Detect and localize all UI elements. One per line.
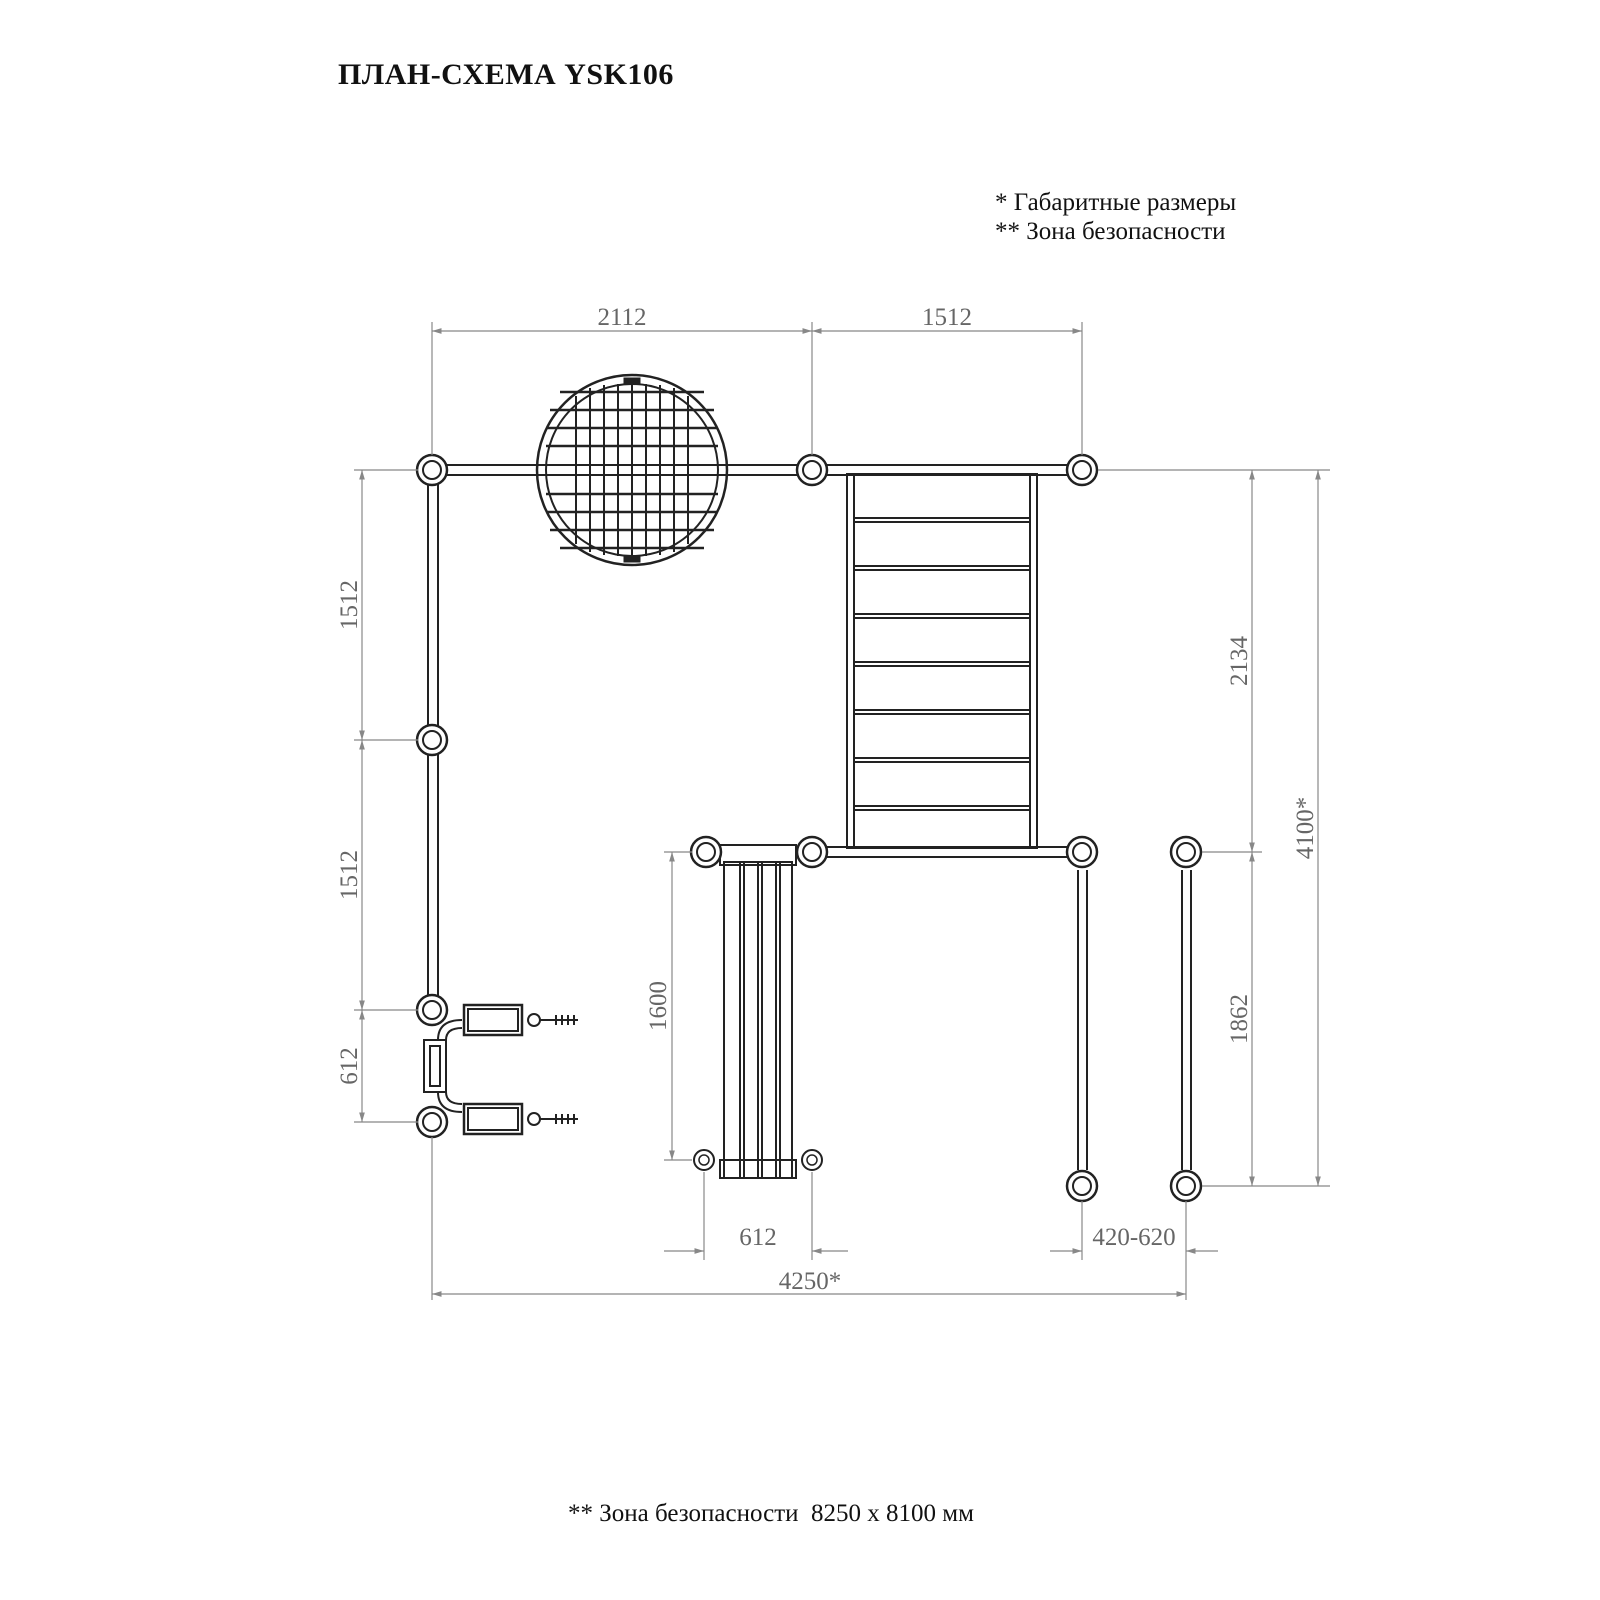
post — [795, 453, 829, 487]
horizontal-ladder — [846, 473, 1038, 849]
post — [415, 723, 449, 757]
legend: * Габаритные размеры ** Зона безопасност… — [995, 188, 1236, 246]
post — [1169, 835, 1203, 869]
post — [795, 835, 829, 869]
post — [1065, 835, 1099, 869]
posts — [415, 453, 1203, 1203]
post — [415, 1105, 449, 1139]
post — [1065, 453, 1099, 487]
post — [415, 453, 449, 487]
dim-top-left: 2112 — [597, 304, 646, 331]
parallel-bars — [1077, 870, 1192, 1170]
post — [1065, 1169, 1099, 1203]
legend-overall-dimensions: * Габаритные размеры — [995, 189, 1237, 216]
frame-structure — [427, 464, 1082, 1005]
dim-bench-length: 1600 — [645, 981, 672, 1031]
dimension-lines — [354, 322, 1330, 1300]
dim-total-height: 4100* — [1292, 797, 1319, 860]
dim-bars-gap: 420-620 — [1092, 1224, 1175, 1251]
bench-post — [801, 1149, 823, 1171]
dim-left-upper: 1512 — [336, 580, 363, 630]
post — [689, 835, 723, 869]
dim-bench-width: 612 — [739, 1224, 777, 1251]
plan-title: ПЛАН-СХЕМА YSK106 — [338, 58, 674, 91]
round-climbing-net — [535, 373, 729, 567]
trainer-arms — [423, 1003, 578, 1136]
dim-left-lower: 1512 — [336, 850, 363, 900]
post — [1169, 1169, 1203, 1203]
post — [415, 993, 449, 1027]
dimension-labels: 2112 1512 1512 1512 612 1600 612 420-620… — [336, 304, 1319, 1295]
bench-post — [693, 1149, 715, 1171]
dim-top-right: 1512 — [922, 304, 972, 331]
dim-total-width: 4250* — [779, 1268, 842, 1295]
safety-zone-note: ** Зона безопасности 8250 х 8100 мм — [568, 1500, 974, 1527]
legend-safety-zone: ** Зона безопасности — [995, 218, 1226, 245]
dim-right-lower: 1862 — [1226, 994, 1253, 1044]
dim-right-upper: 2134 — [1226, 636, 1253, 687]
dim-left-bottom: 612 — [336, 1047, 363, 1085]
bench — [719, 844, 797, 1179]
